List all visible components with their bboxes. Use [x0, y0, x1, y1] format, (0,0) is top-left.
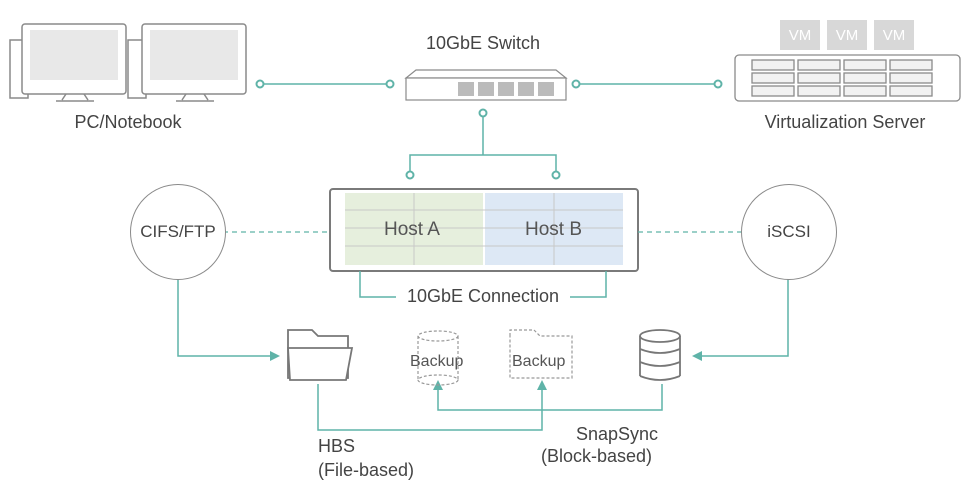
pc-icon	[9, 23, 247, 102]
iscsi-node: iSCSI	[741, 184, 837, 280]
vm-badge: VM	[827, 20, 867, 50]
vm-badge: VM	[874, 20, 914, 50]
link-dot	[571, 79, 581, 89]
nas-icon	[329, 188, 639, 272]
snapsync-caption-line1: SnapSync	[576, 424, 659, 444]
ha-connection	[359, 271, 607, 298]
protocol-arrows	[177, 276, 789, 431]
link-dot	[713, 79, 723, 89]
backup-folder-icon	[509, 329, 573, 379]
server-label: Virtualization Server	[764, 112, 926, 132]
switch-icon	[404, 69, 568, 101]
cifs-ftp-node: CIFS/FTP	[130, 184, 226, 280]
backup-block-label: Backup	[512, 353, 566, 370]
backup-file-label: Backup	[410, 353, 464, 370]
backup-database-icon	[417, 330, 459, 386]
link-dot	[255, 79, 265, 89]
link-dot	[478, 108, 488, 118]
link-dot	[385, 79, 395, 89]
hbs-caption-line1: HBS	[318, 436, 356, 456]
pc-label: PC/Notebook	[74, 112, 182, 132]
host-b-label: Host B	[525, 219, 583, 240]
link-dot	[405, 170, 415, 180]
snapsync-caption-line2: (Block-based)	[541, 446, 653, 466]
link-dot	[551, 170, 561, 180]
hbs-caption-line2: (File-based)	[318, 460, 415, 480]
server-icon	[734, 54, 961, 102]
vm-badge: VM	[780, 20, 820, 50]
ha-connection-label: 10GbE Connection	[406, 286, 560, 306]
database-icon	[639, 329, 681, 381]
host-a-label: Host A	[384, 219, 440, 240]
network-links	[260, 83, 718, 175]
switch-label: 10GbE Switch	[425, 33, 541, 53]
folder-icon	[287, 329, 354, 381]
